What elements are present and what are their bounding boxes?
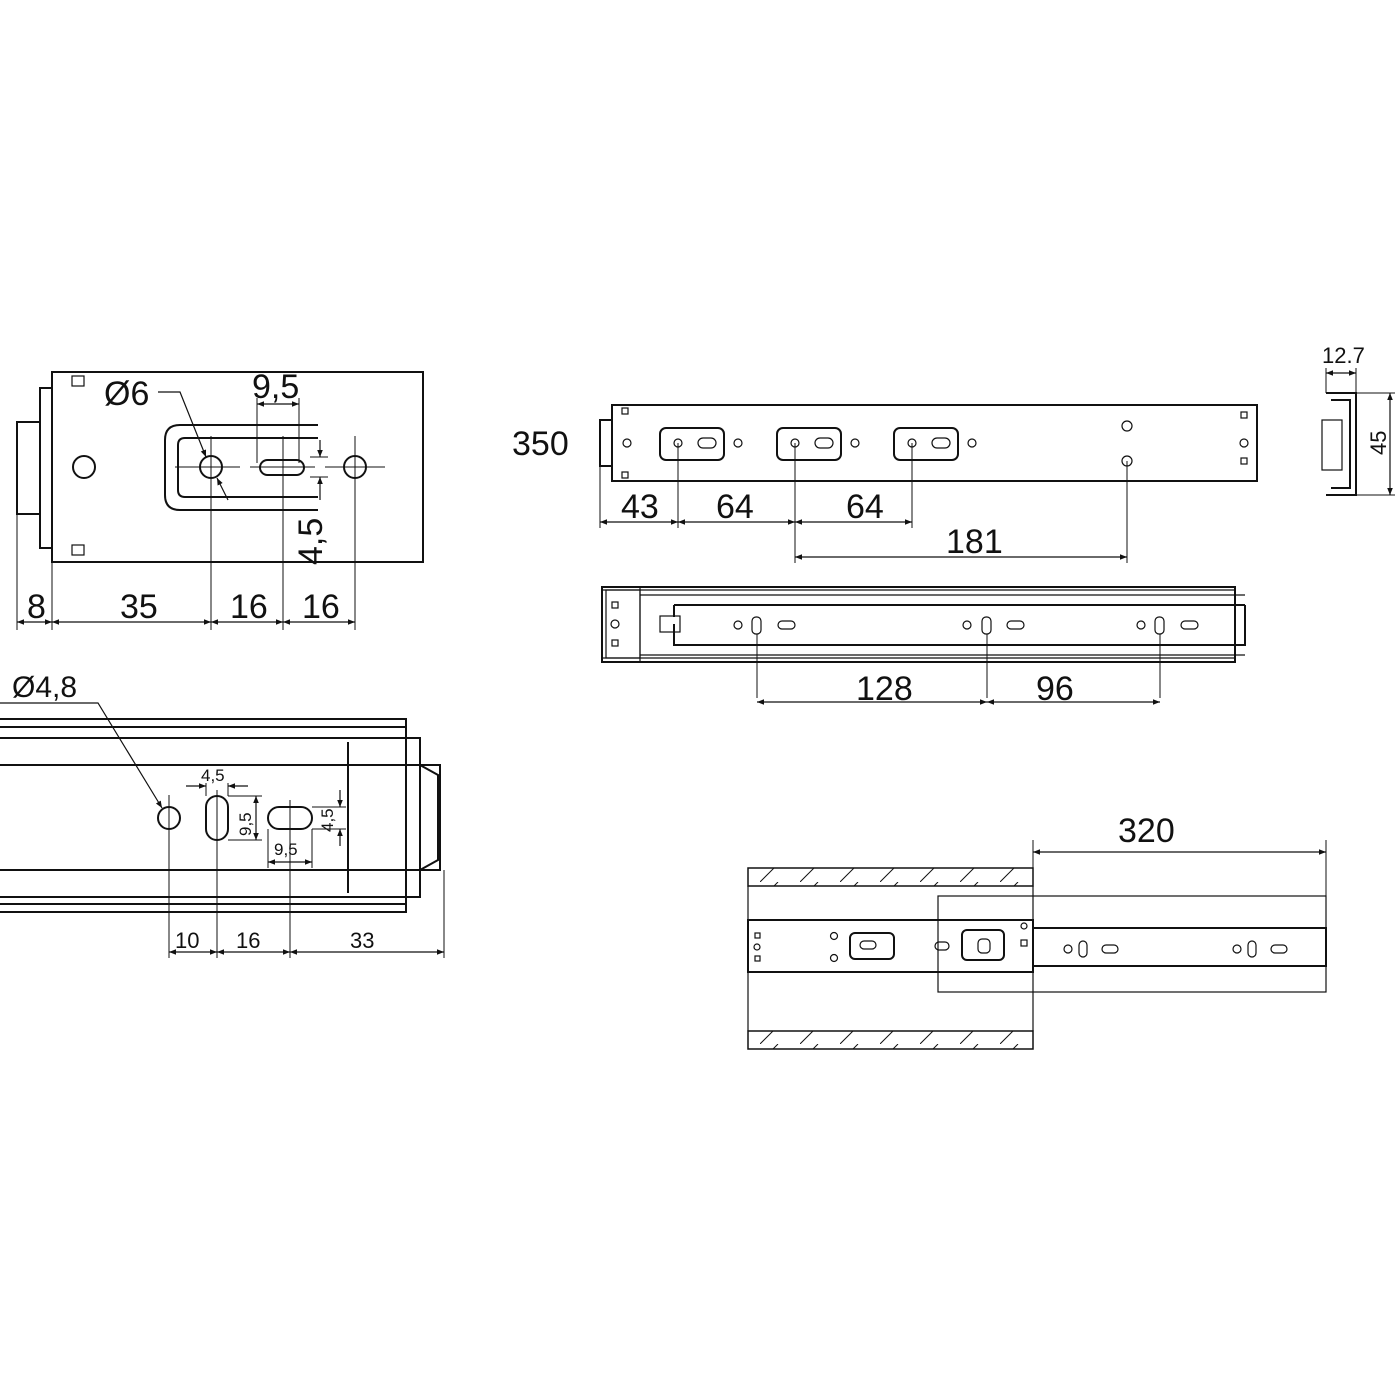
bracket-view: Ø6 9,5 4,5 8 35 16 16 bbox=[16, 368, 424, 630]
dim-label: 96 bbox=[1036, 670, 1074, 708]
dim-label: 35 bbox=[120, 588, 158, 626]
slot-width-label: 4,5 bbox=[292, 518, 330, 565]
width-label: 12.7 bbox=[1322, 343, 1365, 368]
length-label: 350 bbox=[512, 425, 569, 463]
dim-label: 33 bbox=[350, 928, 374, 953]
dim-label: 64 bbox=[716, 488, 754, 526]
dim-label: 8 bbox=[27, 588, 46, 626]
hole-diameter-label: Ø4,8 bbox=[12, 671, 77, 704]
dim-label: 43 bbox=[621, 488, 659, 526]
hole-diameter-label: Ø6 bbox=[104, 375, 149, 413]
slot-a-length-label: 9,5 bbox=[236, 812, 255, 836]
dim-label: 128 bbox=[856, 670, 913, 708]
slot-length-label: 9,5 bbox=[252, 368, 299, 406]
detail-view: Ø4,8 4,5 9,5 9,5 4,5 10 16 33 bbox=[0, 671, 445, 958]
height-label: 45 bbox=[1366, 431, 1391, 455]
travel-label: 320 bbox=[1118, 812, 1175, 850]
section-view: 12.7 45 bbox=[1321, 343, 1395, 496]
dim-label: 16 bbox=[236, 928, 260, 953]
slot-b-length-label: 9,5 bbox=[274, 840, 298, 859]
dim-label: 181 bbox=[946, 523, 1003, 561]
rail-view: 128 96 bbox=[601, 586, 1246, 708]
slot-b-width-label: 4,5 bbox=[318, 808, 337, 832]
dim-label: 16 bbox=[230, 588, 268, 626]
extension-view: 320 bbox=[747, 812, 1327, 1050]
dim-label: 16 bbox=[302, 588, 340, 626]
side-view: 350 43 64 64 181 bbox=[512, 404, 1258, 563]
rail-holes bbox=[733, 616, 1199, 635]
slot-a-width-label: 4,5 bbox=[201, 766, 225, 785]
dim-label: 10 bbox=[175, 928, 199, 953]
bracket-cutouts bbox=[659, 427, 977, 461]
dim-label: 64 bbox=[846, 488, 884, 526]
